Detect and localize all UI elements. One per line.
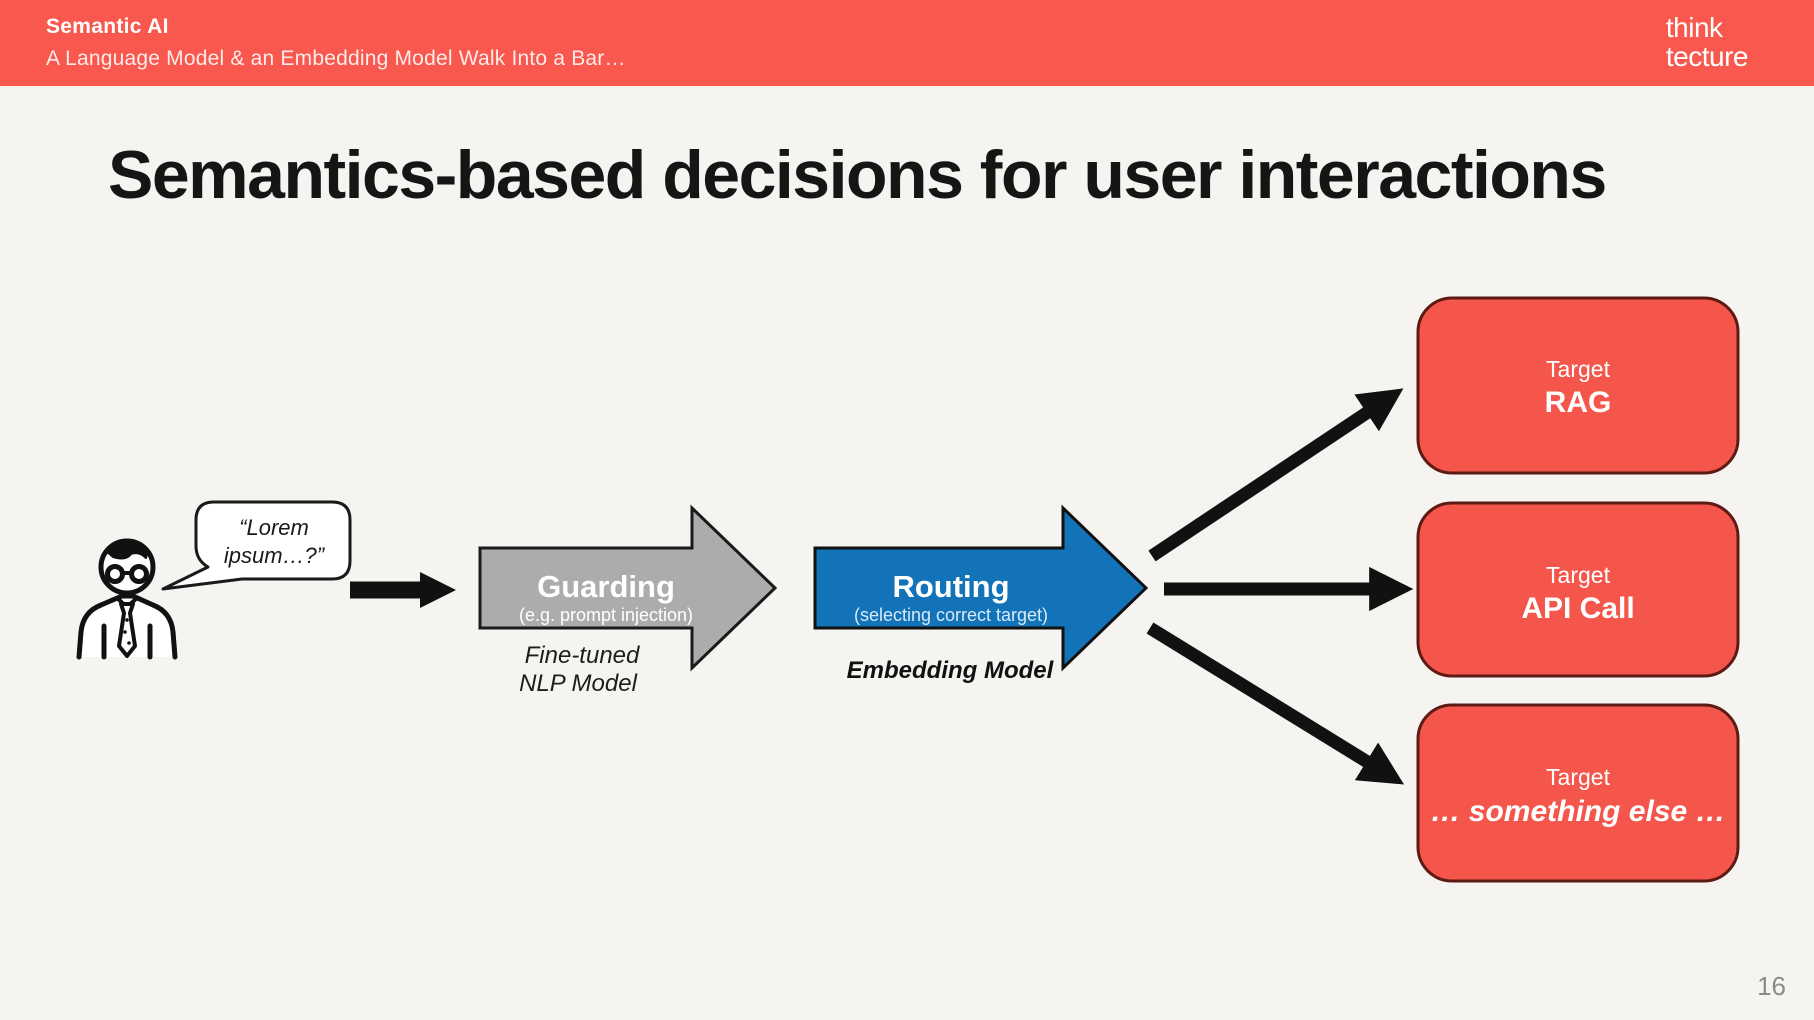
target-api-label: API Call (1521, 592, 1634, 625)
guarding-label: Guarding (537, 569, 675, 604)
speech-bubble-line2: ipsum…?” (224, 543, 326, 568)
header-subtitle: A Language Model & an Embedding Model Wa… (46, 47, 626, 70)
thinktecture-logo: think tecture (1665, 12, 1749, 72)
target-box-api-call: Target API Call (1416, 501, 1740, 678)
target-api-kicker: Target (1546, 562, 1611, 588)
target-box-something-else: Target … something else … (1416, 703, 1740, 883)
header-text: Semantic AI A Language Model & an Embedd… (46, 15, 626, 71)
target-rag-kicker: Target (1546, 356, 1611, 382)
guarding-note-line1: Fine-tuned (525, 642, 640, 669)
connector-line-top (1148, 388, 1404, 562)
routing-note: Embedding Model (847, 657, 1055, 684)
guarding-sublabel: (e.g. prompt injection) (519, 605, 693, 625)
slide-title: Semantics-based decisions for user inter… (108, 137, 1607, 213)
logo-line2: tecture (1665, 41, 1749, 72)
connector-line-bottom (1146, 622, 1405, 785)
header-bar: Semantic AI A Language Model & an Embedd… (0, 0, 1814, 86)
routing-arrow-shape: Routing (selecting correct target) (813, 504, 1149, 672)
routing-sublabel: (selecting correct target) (854, 605, 1048, 625)
target-else-label: … something else … (1430, 795, 1725, 828)
target-box-rag: Target RAG (1416, 296, 1740, 475)
speech-bubble-line1: “Lorem (239, 515, 309, 540)
speech-bubble: “Lorem ipsum…?” (161, 500, 352, 591)
header-kicker: Semantic AI (46, 15, 169, 38)
guarding-note-line2: NLP Model (519, 670, 638, 697)
guarding-arrow-shape: Guarding (e.g. prompt injection) (478, 504, 778, 672)
page-number: 16 (1757, 971, 1786, 1001)
routing-label: Routing (892, 569, 1009, 604)
target-else-kicker: Target (1546, 764, 1611, 790)
logo-line1: think (1665, 12, 1723, 43)
target-rag-label: RAG (1545, 386, 1612, 419)
user-person-icon (76, 538, 178, 660)
user-to-guarding-arrow (350, 572, 456, 608)
